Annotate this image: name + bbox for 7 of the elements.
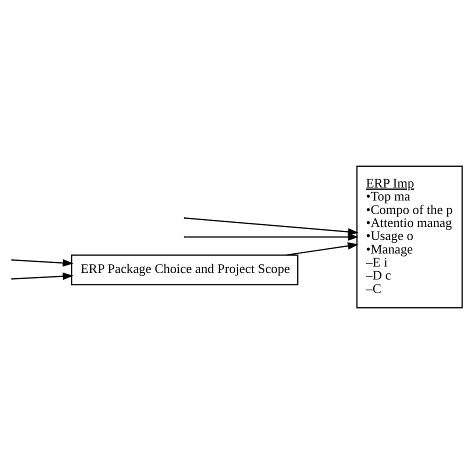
arrow [185, 217, 359, 241]
arrow [186, 228, 359, 241]
node-box: ERP Imp •Top ma •Compo of the p •Attentio manag •Usage o •Manage –E i –D c –C [356, 166, 463, 308]
arrow [12, 259, 74, 267]
arrow [286, 242, 359, 256]
node-box: ERP Package Choice and Project Scope [71, 254, 298, 286]
arrow [12, 272, 74, 280]
